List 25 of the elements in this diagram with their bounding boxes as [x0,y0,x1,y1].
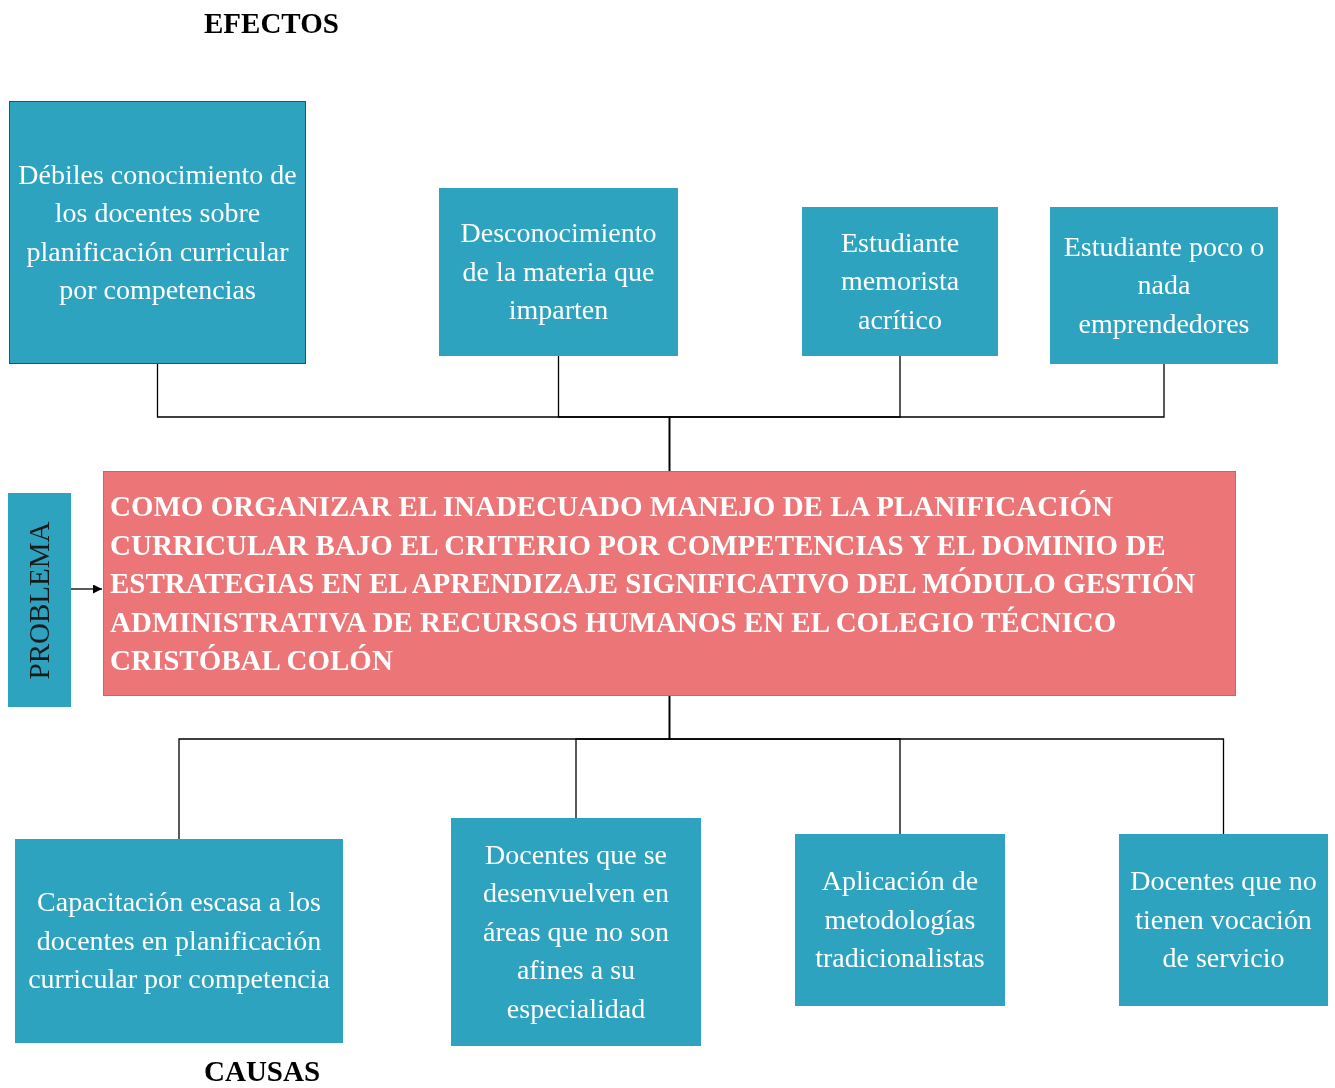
section-heading: EFECTOS [204,7,339,40]
problem-box [103,471,1236,696]
box-text: Desconocimiento de la materia que imparten [459,216,658,328]
arrow [70,584,103,594]
cause-box [1119,834,1328,1006]
connector-line [668,363,1165,472]
connector-line [668,695,1225,835]
effect-box [1050,207,1278,364]
box-text: Capacitación escasa a los docentes en planificación curricular por competencia [27,885,331,997]
box-text: Débiles conocimiento de los docentes sobre planificación curricular por competencias [17,157,298,307]
vertical-label: PROBLEMA [23,521,56,679]
box-text: Docentes que se desenvuelven en áreas que no son afines a su especialidad [482,837,670,1026]
cause-box [451,818,701,1046]
effect-box [802,207,998,356]
effect-box [439,188,678,356]
box-text: Aplicación de metodologías tradicionalistas [814,864,986,976]
box-text: COMO ORGANIZAR EL INADECUADO MANEJO DE LA PLANIFICACIÓN CURRICULAR BAJO EL CRITERIO POR COMPETENCIAS Y EL DOMINIO DE ESTRATEGIAS EN EL APRENDIZAJE SIGNIFICATIVO DEL MÓDULO GESTIÓN ADMINISTRATIVA DE RECURSOS HUMANOS EN EL COLEGIO TÉCNICO CRISTÓBAL COLÓN [110,489,1197,679]
effect-box [9,101,306,364]
problem-tag [8,493,71,707]
box-text: Estudiante memorista acrítico [839,225,961,337]
box-text: Docentes que no tienen vocación de servicio [1129,864,1318,976]
section-heading: CAUSAS [204,1055,321,1088]
cause-box [795,834,1005,1006]
cause-box [15,839,343,1043]
box-text: Estudiante poco o nada emprendedores [1062,229,1266,341]
